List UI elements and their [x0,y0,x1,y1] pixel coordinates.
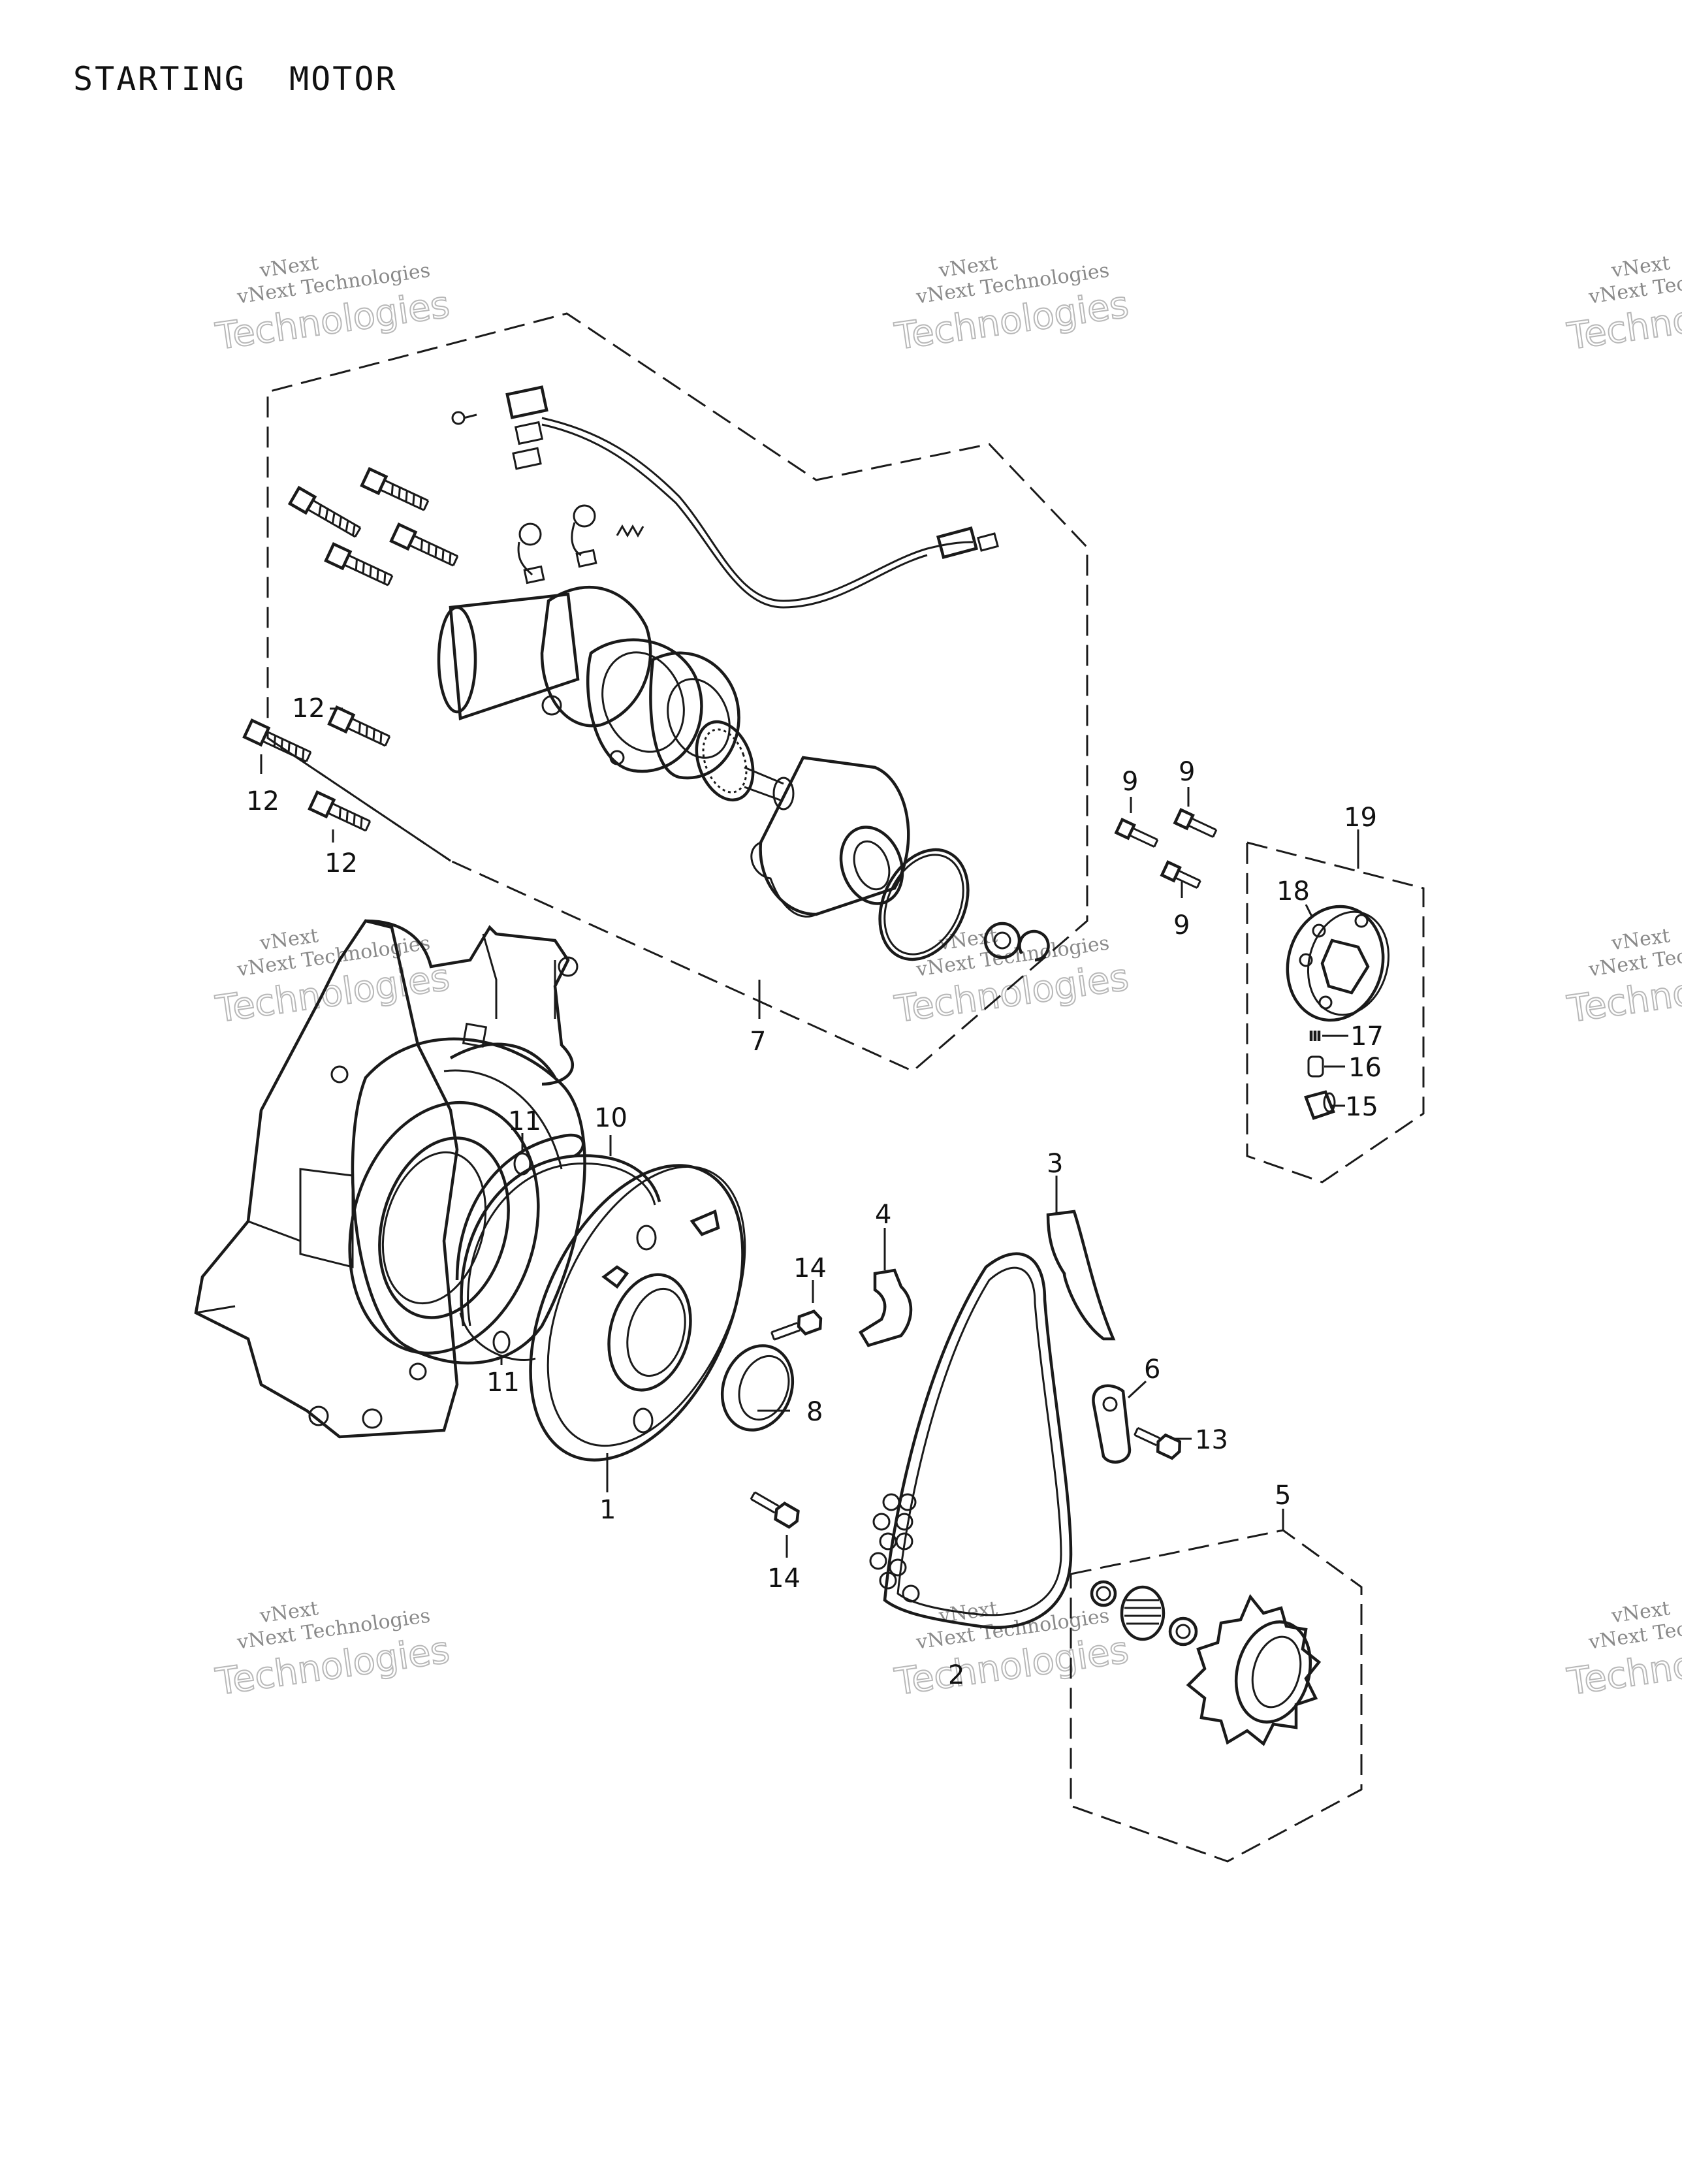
callout-6: 6 [1144,1355,1160,1385]
callout-7: 7 [750,1027,766,1057]
chain-guide-lower [858,1268,913,1347]
sprocket-clutch-group-boundary [1246,841,1425,1183]
callout-8: 8 [806,1397,823,1427]
brush-set [517,504,644,585]
callout-14a: 14 [793,1253,827,1283]
watermark: vNext vNext Technologies Technologies [1564,251,1682,359]
callout-11b: 11 [486,1368,520,1398]
callout-10: 10 [594,1103,627,1133]
callout-15: 15 [1345,1092,1378,1122]
clutch-spring [1309,1031,1321,1041]
starter-clutch-group-boundary [1070,1529,1363,1863]
crankcase-cover [194,919,586,1439]
callout-12a: 12 [292,694,325,724]
chain-tensioner-arm [1092,1384,1132,1464]
callout-17: 17 [1350,1021,1384,1052]
clutch-roller [1304,1090,1336,1120]
one-way-clutch [1286,905,1390,1022]
callout-11a: 11 [508,1106,541,1136]
callout-12b: 12 [246,786,279,816]
callout-9a: 9 [1122,767,1138,797]
callout-16: 16 [1348,1053,1382,1083]
watermark: vNext vNext Technologies Technologies [212,1597,452,1704]
callout-3: 3 [1047,1149,1063,1179]
page-title: STARTING MOTOR [73,60,398,98]
drive-chain [869,1252,1073,1630]
callout-19: 19 [1344,803,1377,833]
starter-motor-group-boundary [266,312,1088,1072]
bolt-13 [1134,1426,1182,1460]
starter-driven-gear [1090,1580,1322,1746]
callout-9b: 9 [1179,757,1195,787]
callout-2: 2 [948,1660,964,1690]
callout-4: 4 [875,1200,891,1230]
wiring-harness [451,385,999,609]
callout-labels: 1 2 3 4 5 6 7 8 9 9 9 10 11 11 12 12 12 … [246,694,1384,1690]
starter-cover-plate [529,1164,746,1462]
chain-guide-upper [1046,1210,1116,1341]
leader-lines [260,707,1359,1558]
screws-14 [750,1309,823,1529]
watermark: vNext vNext Technologies Technologies [1564,924,1682,1031]
callout-13: 13 [1195,1425,1228,1455]
watermark: vNext vNext Technologies Technologies [212,251,452,359]
callout-18: 18 [1277,876,1310,907]
watermark: vNext vNext Technologies Technologies [212,924,452,1031]
callout-9c: 9 [1173,910,1190,940]
bolts-12 [242,705,391,832]
dowel-pins [492,1152,532,1354]
watermark: vNext vNext Technologies Technologies [1564,1597,1682,1704]
callout-12c: 12 [325,848,358,878]
oil-seal [720,1344,795,1432]
motor-bolts [287,467,459,586]
callout-1: 1 [599,1495,616,1525]
callout-14b: 14 [767,1564,801,1594]
clutch-plunger [1307,1055,1324,1078]
watermark-group: vNext vNext Technologies Technologies vN… [212,251,1682,1704]
bolts-9 [1114,807,1218,889]
watermark: vNext vNext Technologies Technologies [891,251,1132,359]
starter-motor-assembly [437,586,1050,962]
callout-5: 5 [1275,1481,1291,1511]
